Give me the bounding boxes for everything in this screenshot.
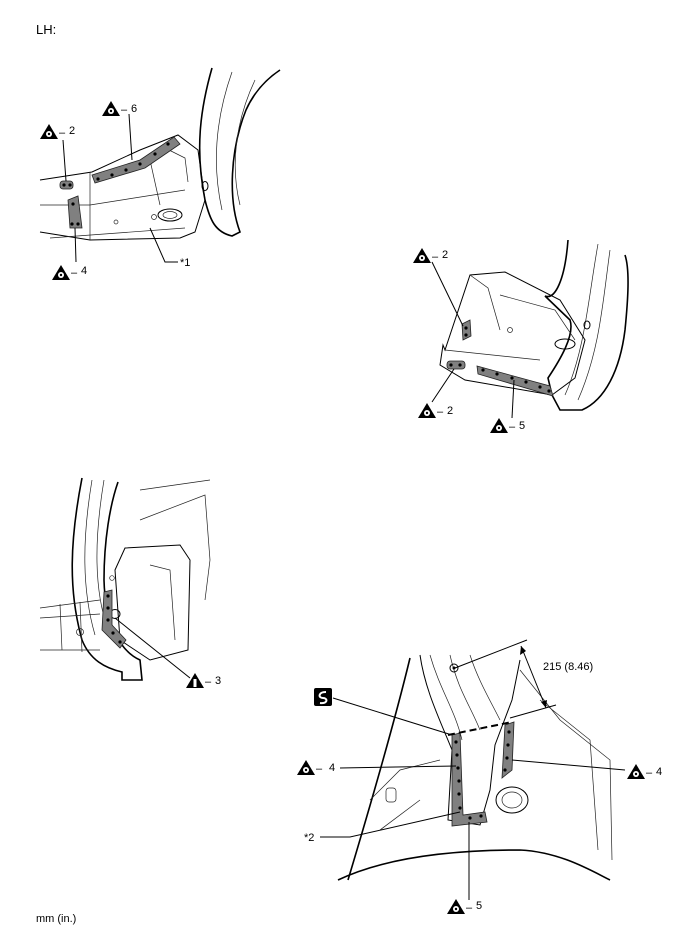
cut-line xyxy=(447,721,513,736)
callout-4-left: 4 xyxy=(329,762,335,774)
callout-3: 3 xyxy=(215,675,221,687)
callout-dash: – xyxy=(509,421,516,433)
weld-icon xyxy=(52,265,70,280)
callout-dash: – xyxy=(316,763,323,775)
callout-2: 2 xyxy=(442,249,448,261)
dimension-label: 215 (8.46) xyxy=(543,661,593,673)
view-top-left: – 6 – 2 – 4 *1 xyxy=(39,67,281,280)
wheel-arch-lower xyxy=(337,849,611,881)
callout-dash: – xyxy=(121,104,128,116)
callout-dash: – xyxy=(646,767,653,779)
weld-icon xyxy=(447,899,465,914)
callout-dash: – xyxy=(437,406,444,418)
callout-dash: – xyxy=(71,267,78,279)
callout-dash: – xyxy=(59,127,66,139)
weld-strip-6 xyxy=(91,136,181,184)
view-top-right: – 2 – 2 – 5 xyxy=(413,239,629,433)
side-label: LH: xyxy=(36,22,56,37)
wheel-arch-outer xyxy=(544,239,629,411)
wheel-arch-outer xyxy=(71,477,143,681)
view-bottom-left: – 3 xyxy=(39,477,221,688)
inner-panel xyxy=(114,544,191,661)
weld-strip-5 xyxy=(476,365,554,397)
weld-bar-icon xyxy=(186,673,204,688)
weld-strip-3 xyxy=(101,589,127,649)
weld-icon xyxy=(40,124,58,139)
callout-2: 2 xyxy=(69,125,75,137)
weld-icon xyxy=(490,418,508,433)
weld-strip-4 xyxy=(67,195,83,229)
weld-strip-2 xyxy=(59,180,74,190)
unit-note: mm (in.) xyxy=(36,913,76,925)
callout-5: 5 xyxy=(519,420,525,432)
sill-panel xyxy=(39,134,206,241)
weld-strip-2-upper xyxy=(461,319,472,341)
weld-icon xyxy=(297,760,315,775)
callout-dash: – xyxy=(466,902,473,914)
weld-strip-2-lower xyxy=(446,360,466,370)
weld-strip-4-right xyxy=(501,721,515,779)
sill-panel xyxy=(439,271,586,396)
part-ref-2: *2 xyxy=(304,832,314,844)
pillar-panel xyxy=(419,654,521,826)
weld-icon xyxy=(413,248,431,263)
callout-dash: – xyxy=(205,676,212,688)
weld-icon xyxy=(627,764,645,779)
callout-5: 5 xyxy=(476,900,482,912)
weld-icon xyxy=(102,101,120,116)
weld-strip-5 xyxy=(451,732,488,827)
part-ref-1: *1 xyxy=(180,257,190,269)
callout-6: 6 xyxy=(131,103,137,115)
weld-icon xyxy=(418,403,436,418)
wheel-arch-outer xyxy=(198,67,281,237)
callout-4-right: 4 xyxy=(656,766,662,778)
pillar-edge-left xyxy=(347,657,411,881)
callout-dash: – xyxy=(432,251,439,263)
callout-2: 2 xyxy=(447,405,453,417)
callout-4: 4 xyxy=(81,265,87,277)
view-bottom-right: 215 (8.46) – 4 – 4 – 5 *2 xyxy=(297,639,662,914)
